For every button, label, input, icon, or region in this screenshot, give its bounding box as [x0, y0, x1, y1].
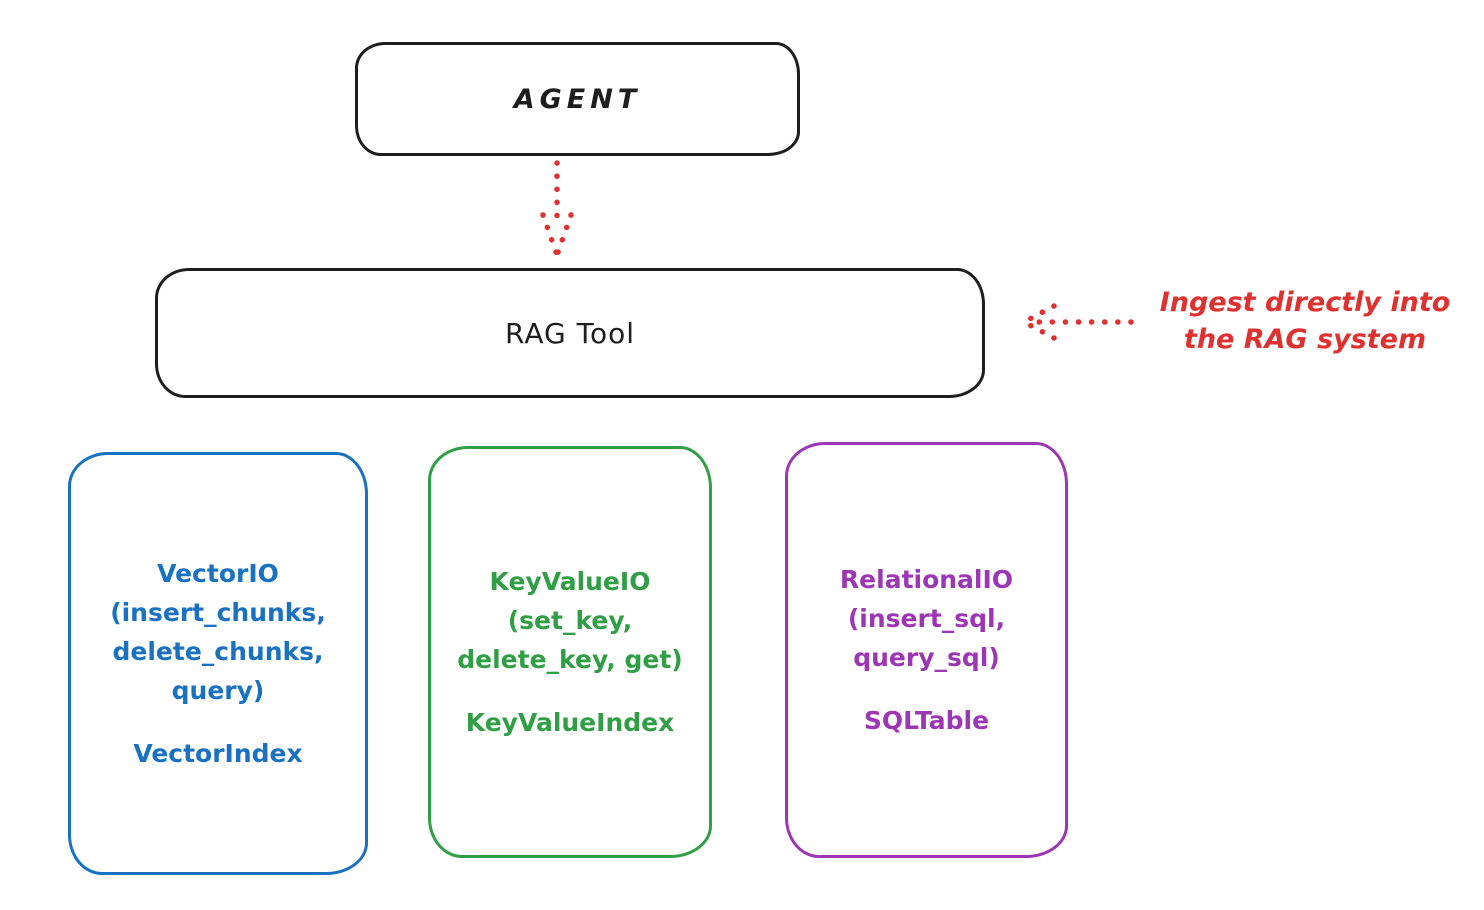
- keyvalueio-label: KeyValueIO (set_key, delete_key, get): [457, 567, 683, 674]
- vectorindex-label: VectorIndex: [133, 739, 303, 768]
- keyvalueindex-label: KeyValueIndex: [465, 708, 675, 737]
- ingest-arrow-icon: [1021, 303, 1134, 341]
- agent-node: AGENT: [355, 42, 800, 156]
- relationalio-label: RelationalIO (insert_sql, query_sql): [839, 565, 1014, 672]
- keyvalueio-node: KeyValueIO (set_key, delete_key, get) Ke…: [428, 446, 712, 858]
- sqltable-label: SQLTable: [863, 706, 990, 735]
- rag-tool-node: RAG Tool: [155, 268, 985, 398]
- relationalio-node: RelationalIO (insert_sql, query_sql) SQL…: [785, 442, 1068, 858]
- agent-to-ragtool-arrow-icon: [540, 160, 574, 258]
- vectorio-label: VectorIO (insert_chunks, delete_chunks, …: [110, 559, 326, 705]
- agent-label: AGENT: [513, 83, 642, 115]
- rag-tool-label: RAG Tool: [505, 316, 635, 350]
- vectorio-node: VectorIO (insert_chunks, delete_chunks, …: [68, 452, 368, 875]
- ingest-annotation: Ingest directly into the RAG system: [1159, 287, 1451, 355]
